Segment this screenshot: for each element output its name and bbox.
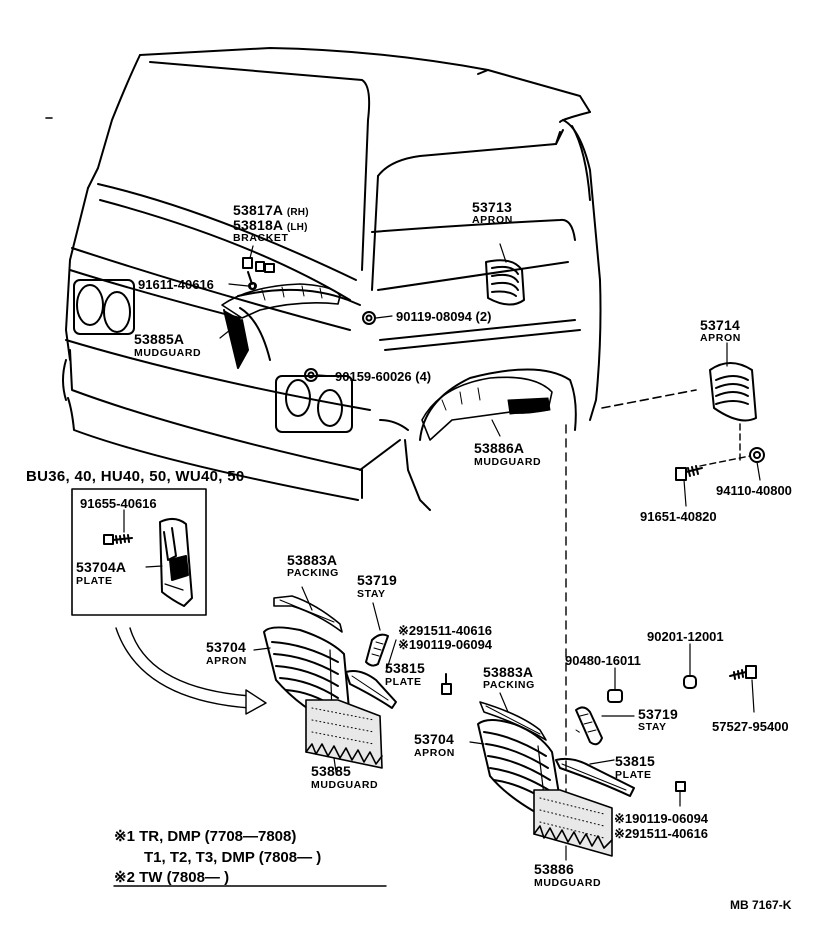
stay-left-name: STAY xyxy=(357,588,386,600)
apron-left-name: APRON xyxy=(206,655,247,667)
apron-53713-part-number: 53713 xyxy=(472,199,512,215)
mudguard-53886A-part-number: 53886A xyxy=(474,440,525,456)
apron-left-part-number: 53704 xyxy=(206,639,246,655)
packing-right-part-number: 53883A xyxy=(483,664,534,680)
mudguard-53885A-part xyxy=(221,283,341,369)
note-ref-right-1: ※190119-06094 xyxy=(614,811,709,826)
packing-left-name: PACKING xyxy=(287,567,339,579)
apron-right-part-number: 53704 xyxy=(414,731,454,747)
note-line-2: T1, T2, T3, DMP (7808— ) xyxy=(144,849,322,866)
note-ref-left-1: ※190119-06094 xyxy=(398,637,493,652)
apron-left-part xyxy=(263,626,351,727)
packing-left-part-number: 53883A xyxy=(287,552,338,568)
plate-left-part-number: 53815 xyxy=(385,660,425,676)
screw-90119-icon xyxy=(362,311,376,325)
mudguard-53885A-name: MUDGUARD xyxy=(134,347,202,359)
cab-illustration xyxy=(62,47,602,511)
mudguard-53886A-name: MUDGUARD xyxy=(474,456,542,468)
note-ref-right-2: ※291511-40616 xyxy=(614,826,709,841)
mudguard-53886-name: MUDGUARD xyxy=(534,877,602,889)
bolt-57527-part-number: 57527-95400 xyxy=(712,719,789,734)
mudguard-53885A-part-number: 53885A xyxy=(134,331,185,347)
mudguard-53886-part xyxy=(533,789,613,857)
note-line-3: ※2 TW (7808— ) xyxy=(114,869,230,886)
bracket-name: BRACKET xyxy=(233,232,289,244)
apron-53713-part xyxy=(485,259,525,306)
plate-53704A-name: PLATE xyxy=(76,575,113,587)
note-line-1: ※1 TR, DMP (7708—7808) xyxy=(114,828,297,845)
apron-right-part xyxy=(477,719,563,821)
apron-53714-part-number: 53714 xyxy=(700,317,740,333)
stay-left-part-number: 53719 xyxy=(357,572,397,588)
washer-90201-part-number: 90201-12001 xyxy=(647,629,724,644)
applicability-text: BU36, 40, HU40, 50, WU40, 50 xyxy=(26,468,245,485)
stay-right-name: STAY xyxy=(638,721,667,733)
inset-arrow xyxy=(115,627,251,709)
nut-94110-part-number: 94110-40800 xyxy=(716,483,792,498)
figure-code: MB 7167-K xyxy=(730,898,792,912)
leader-lines xyxy=(145,243,761,745)
apron-right-name: APRON xyxy=(414,747,455,759)
plate-53704A-part-number: 53704A xyxy=(76,559,127,575)
bolt-91655-part-number: 91655-40616 xyxy=(80,496,157,511)
screw-90119-part-number: 90119-08094 (2) xyxy=(396,309,492,324)
plate-left-name: PLATE xyxy=(385,676,422,688)
mudguard-53885-part xyxy=(305,699,383,769)
bolt-91655-icon xyxy=(103,534,133,545)
screw-90159-part-number: 90159-60026 (4) xyxy=(335,369,432,384)
grommet-90480-icon xyxy=(607,667,623,703)
bracket-rh-part-number: 53817A (RH) xyxy=(233,202,309,218)
apron-53714-name: APRON xyxy=(700,332,741,344)
screw-90159-icon xyxy=(304,368,318,382)
packing-right-part xyxy=(479,701,547,741)
stay-left-part xyxy=(365,633,389,667)
apron-53714-part xyxy=(709,362,757,422)
mudguard-53886A-part xyxy=(421,376,553,441)
stay-right-part xyxy=(575,706,603,746)
grommet-90480-part-number: 90480-16011 xyxy=(565,653,641,668)
note-ref-left-2: ※291511-40616 xyxy=(398,623,493,638)
bolt-91651-part-number: 91651-40820 xyxy=(640,509,717,524)
bolt-91651-icon xyxy=(675,465,703,481)
inset-box xyxy=(71,488,207,616)
plate-right-name: PLATE xyxy=(615,769,652,781)
screw-right-icon xyxy=(675,781,686,807)
mudguard-53885-name: MUDGUARD xyxy=(311,779,379,791)
plate-right-part-number: 53815 xyxy=(615,753,655,769)
plate-53704A-part xyxy=(159,518,193,607)
plate-left-part xyxy=(345,670,397,709)
bracket-lh-part-number: 53818A (LH) xyxy=(233,217,308,233)
apron-53713-name: APRON xyxy=(472,214,513,226)
mudguard-53886-part-number: 53886 xyxy=(534,861,574,877)
plate-right-part xyxy=(555,757,635,797)
stay-right-part-number: 53719 xyxy=(638,706,678,722)
packing-left-part xyxy=(273,595,343,633)
bolt-57527-icon xyxy=(729,665,757,713)
screw-left-icon xyxy=(441,673,452,695)
nut-94110-icon xyxy=(749,447,765,463)
washer-90201-icon xyxy=(683,643,697,689)
mudguard-53885-part-number: 53885 xyxy=(311,763,351,779)
bracket-part xyxy=(242,257,275,290)
packing-right-name: PACKING xyxy=(483,679,535,691)
bolt-91611-part-number: 91611-40616 xyxy=(138,277,214,292)
